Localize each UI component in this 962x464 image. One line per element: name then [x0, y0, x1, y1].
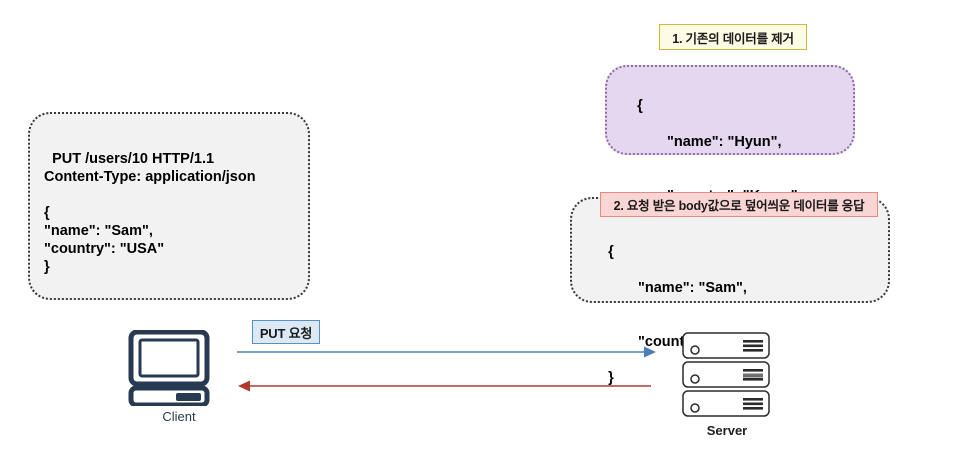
client-node — [128, 329, 210, 411]
client-label-text: Client — [162, 409, 196, 424]
annotation-label-step-1: 1. 기존의 데이터를 제거 — [659, 24, 807, 50]
request-code-text: PUT /users/10 HTTP/1.1 Content-Type: app… — [44, 151, 256, 275]
server-node — [681, 331, 773, 426]
state-open-brace: { — [637, 98, 643, 114]
server-label-text: Server — [706, 423, 748, 438]
request-code-box: PUT /users/10 HTTP/1.1 Content-Type: app… — [28, 112, 310, 300]
request-arrow — [237, 346, 656, 358]
response-field-name: "name": "Sam", — [638, 280, 747, 296]
existing-data-box: { "name": "Hyun", "country": "Korea" } — [605, 65, 855, 240]
state-field-name: "name": "Hyun", — [667, 134, 782, 150]
annotation-label-step-2-text: 2. 요청 받은 body값으로 덮어씌운 데이터를 응답 — [613, 199, 865, 213]
annotation-label-step-2: 2. 요청 받은 body값으로 덮어씌운 데이터를 응답 — [600, 192, 878, 217]
response-close-brace: } — [608, 370, 614, 386]
server-rack-icon — [682, 332, 770, 417]
server-label: Server — [667, 423, 787, 438]
client-label: Client — [119, 409, 239, 424]
annotation-label-step-1-text: 1. 기존의 데이터를 제거 — [672, 31, 794, 46]
put-request-label-text: PUT 요청 — [259, 325, 313, 341]
response-open-brace: { — [608, 244, 614, 260]
desktop-computer-icon — [128, 329, 210, 408]
response-arrow — [238, 380, 651, 392]
put-request-label: PUT 요청 — [252, 320, 320, 344]
